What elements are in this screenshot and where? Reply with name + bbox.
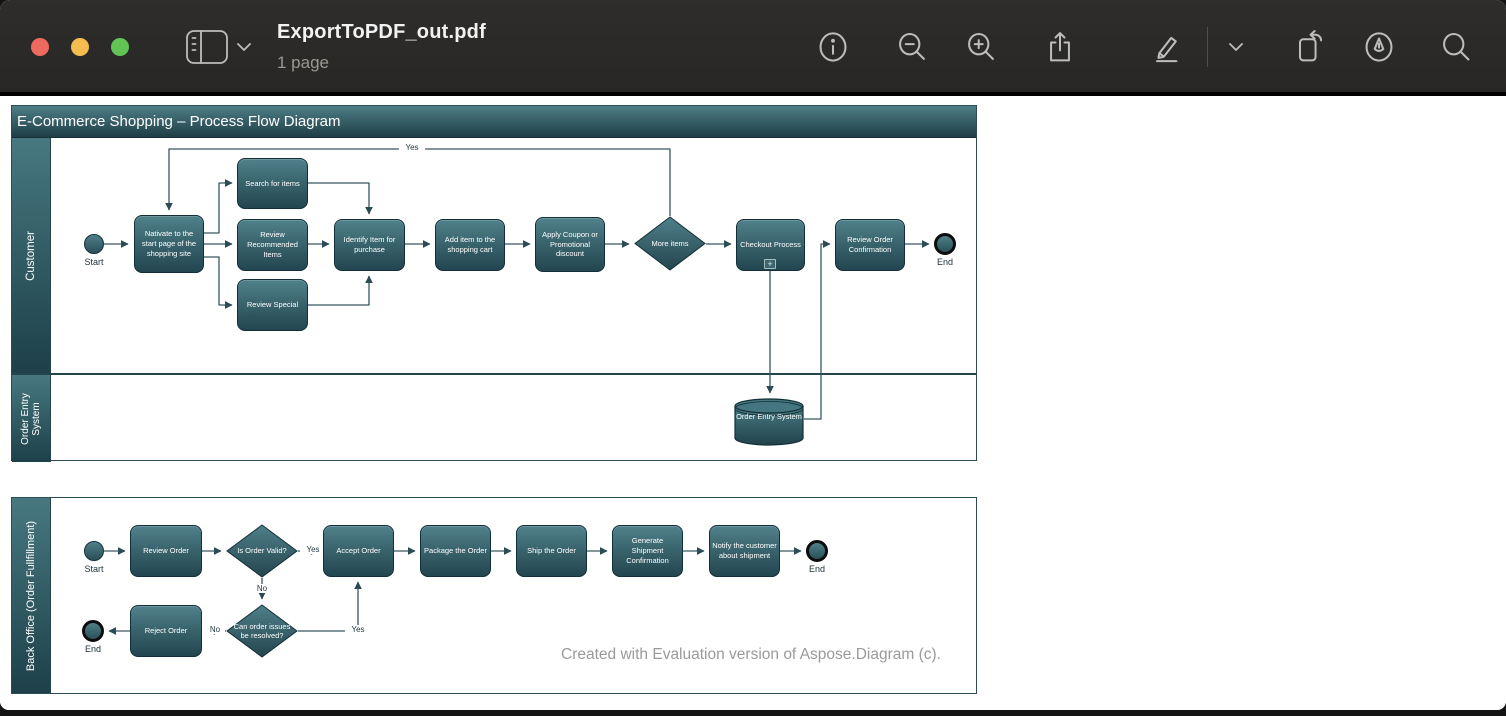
datastore-order-entry: Order Entry System [734, 398, 804, 446]
task-generate-confirmation: Generate Shipment Confirmation [612, 525, 683, 577]
task-search-items: Search for items [237, 158, 308, 209]
start-event-1-label: Start [84, 257, 104, 267]
start-event-2-label: Start [84, 564, 104, 574]
edge-label-valid-no: No [252, 584, 272, 593]
task-review-recommended: Review Recommended Items [237, 219, 308, 271]
task-package-order: Package the Order [420, 525, 491, 577]
end-event-2-left-label: End [84, 644, 101, 654]
lane-order-entry: Order Entry System [12, 375, 976, 462]
zoom-window-button[interactable] [111, 38, 129, 56]
diagram1-connectors [104, 148, 930, 420]
diagram-back-office: Back Office (Order Fullfillment) [11, 497, 977, 694]
rotate-left-icon[interactable] [1292, 27, 1328, 67]
edge-label-yes-loop: Yes [399, 143, 425, 152]
end-event-1 [934, 233, 956, 255]
task-accept-order: Accept Order [323, 525, 394, 577]
evaluation-watermark: Created with Evaluation version of Aspos… [561, 646, 941, 663]
markup-chevron-down-icon[interactable] [1226, 40, 1246, 56]
gateway-more-items: More items [634, 216, 706, 271]
lane-order-entry-strip: Order Entry System [12, 375, 51, 462]
share-icon[interactable] [1043, 28, 1077, 66]
task-notify-customer: Notify the customer about shipment [709, 525, 780, 577]
task-reject-order: Reject Order [130, 605, 202, 657]
zoom-in-icon[interactable] [964, 30, 998, 64]
lane-customer: Customer [12, 138, 976, 375]
start-event-1 [84, 234, 104, 254]
task-apply-coupon: Apply Coupon or Promotional discount [535, 217, 605, 272]
close-button[interactable] [31, 38, 49, 56]
search-icon[interactable] [1439, 30, 1473, 64]
gateway-is-order-valid: Is Order Valid? [226, 524, 298, 578]
task-review-confirmation: Review Order Confirmation [835, 219, 905, 271]
task-ship-order: Ship the Order [516, 525, 587, 577]
subprocess-plus-marker: + [764, 259, 776, 269]
gateway-more-items-label: More items [651, 238, 689, 248]
datastore-order-entry-label: Order Entry System [736, 412, 802, 421]
edge-label-resolve-no: No [205, 625, 225, 634]
document-title: ExportToPDF_out.pdf [277, 21, 486, 43]
edge-label-resolve-yes: Yes [345, 625, 371, 634]
task-checkout-process: Checkout Process [736, 219, 805, 271]
sidebar-icon[interactable] [184, 28, 230, 66]
minimize-button[interactable] [71, 38, 89, 56]
gateway-is-order-valid-label: Is Order Valid? [237, 546, 287, 556]
task-identify-item: Identify Item for purchase [334, 219, 405, 271]
end-event-2-right-label: End [808, 564, 825, 574]
end-event-2-left [82, 620, 104, 642]
end-event-2-right [806, 540, 828, 562]
gateway-can-resolve: Can order issues be resolved? [226, 604, 298, 658]
toolbar-separator [1207, 27, 1208, 67]
start-event-2 [84, 541, 104, 561]
task-add-item: Add item to the shopping cart [435, 219, 505, 271]
gateway-can-resolve-label: Can order issues be resolved? [233, 621, 291, 640]
diagram-title: E-Commerce Shopping – Process Flow Diagr… [12, 106, 976, 138]
titlebar: ExportToPDF_out.pdf 1 page [0, 0, 1506, 96]
pen-icon[interactable] [1362, 30, 1396, 64]
task-review-special: Review Special [237, 279, 308, 331]
task-review-order: Review Order [130, 525, 202, 577]
lane-customer-strip: Customer [12, 138, 51, 373]
task-navigate: Nativate to the start page of the shoppi… [134, 215, 204, 273]
info-icon[interactable] [816, 30, 850, 64]
pdf-page[interactable]: E-Commerce Shopping – Process Flow Diagr… [0, 100, 1506, 710]
end-event-1-label: End [936, 257, 953, 267]
markup-pencil-icon[interactable] [1148, 30, 1182, 64]
edge-label-valid-yes: Yes [300, 545, 326, 554]
sidebar-chevron-down-icon[interactable] [234, 40, 254, 56]
lane-back-office-strip: Back Office (Order Fullfillment) [12, 498, 51, 693]
page-count: 1 page [277, 53, 329, 72]
diagram-ecommerce: E-Commerce Shopping – Process Flow Diagr… [11, 105, 977, 462]
zoom-out-icon[interactable] [895, 30, 929, 64]
